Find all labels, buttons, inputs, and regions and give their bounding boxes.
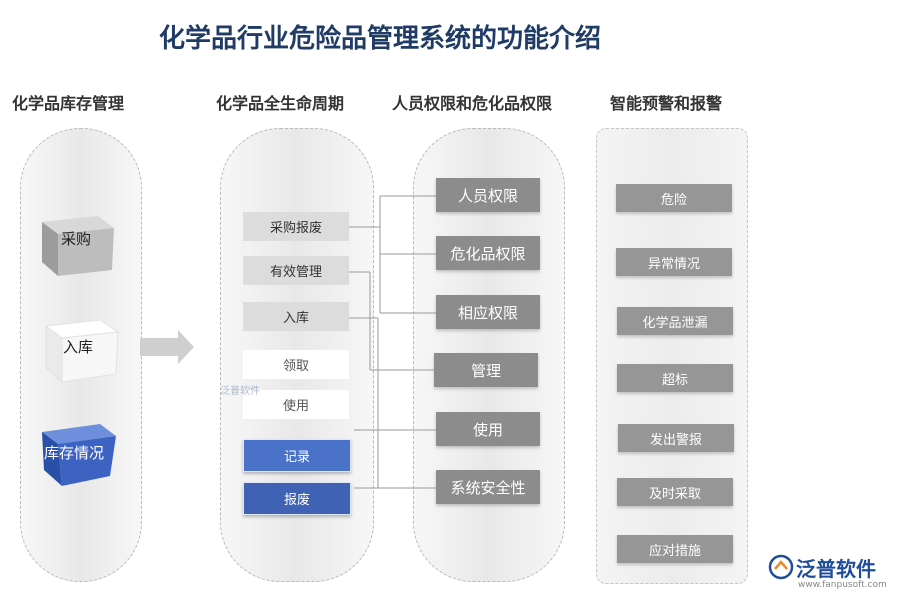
column-header-lifecycle: 化学品全生命周期 bbox=[216, 94, 345, 113]
alert-abnormal: 异常情况 bbox=[616, 248, 732, 276]
logo-name: 泛普软件 bbox=[796, 557, 876, 581]
cube-label-inbound: 入库 bbox=[62, 338, 93, 356]
cube-stock-icon bbox=[42, 424, 116, 486]
alert-exceed: 超标 bbox=[617, 364, 733, 392]
logo-url: www.fanpusoft.com bbox=[798, 580, 887, 590]
permission-corresponding: 相应权限 bbox=[436, 295, 540, 329]
alert-chemical-leak: 化学品泄漏 bbox=[617, 307, 733, 335]
permission-hazardous: 危化品权限 bbox=[436, 236, 540, 270]
lifecycle-item-scrap: 报废 bbox=[243, 482, 351, 515]
cube-label-purchase: 采购 bbox=[60, 230, 91, 248]
alert-countermeasures: 应对措施 bbox=[617, 535, 733, 563]
cube-purchase-icon bbox=[42, 216, 114, 276]
permission-management: 管理 bbox=[434, 353, 538, 387]
permission-use: 使用 bbox=[436, 412, 540, 446]
fanpu-logo-icon bbox=[768, 554, 794, 580]
lifecycle-item-record: 记录 bbox=[243, 439, 351, 472]
cube-inbound-icon bbox=[44, 319, 120, 384]
lifecycle-item-purchase-scrap: 采购报废 bbox=[243, 212, 349, 241]
arrow-right-icon bbox=[140, 330, 194, 364]
cube-label-stock: 库存情况 bbox=[43, 444, 104, 462]
lifecycle-item-valid-management: 有效管理 bbox=[243, 256, 349, 285]
permission-personnel: 人员权限 bbox=[436, 178, 540, 212]
lifecycle-item-use: 使用 bbox=[243, 390, 349, 419]
alert-send-alarm: 发出警报 bbox=[618, 424, 734, 452]
alert-danger: 危险 bbox=[616, 184, 732, 212]
page-title: 化学品行业危险品管理系统的功能介绍 bbox=[158, 24, 601, 54]
permission-system-security: 系统安全性 bbox=[436, 470, 540, 504]
lifecycle-item-receive: 领取 bbox=[243, 350, 349, 379]
column-header-alerts: 智能预警和报警 bbox=[610, 94, 723, 113]
lifecycle-item-inbound: 入库 bbox=[243, 302, 349, 331]
watermark-logo: 泛普软件 bbox=[220, 386, 260, 397]
column-header-inventory: 化学品库存管理 bbox=[12, 94, 125, 113]
alert-timely-action: 及时采取 bbox=[617, 478, 733, 506]
column-header-permissions: 人员权限和危化品权限 bbox=[392, 94, 553, 113]
